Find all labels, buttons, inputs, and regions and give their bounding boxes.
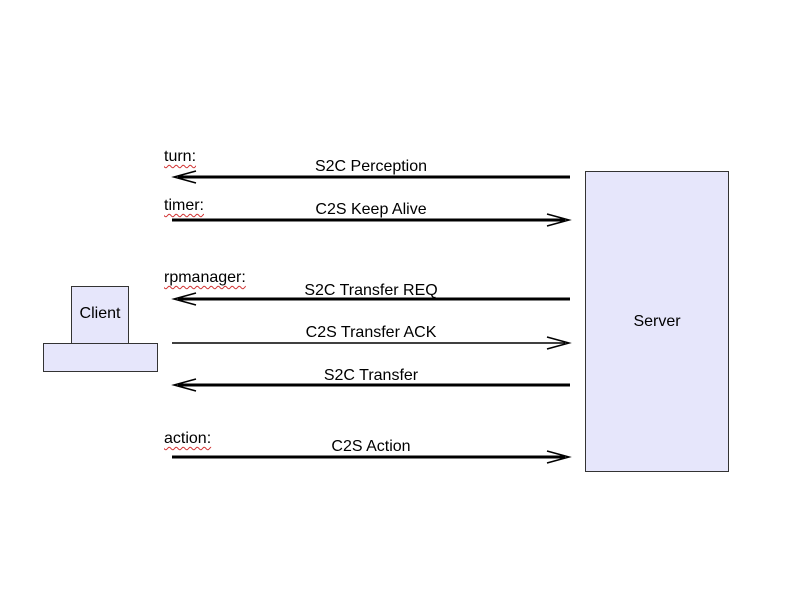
component-label-rpmanager: rpmanager:	[164, 269, 246, 286]
message-label-c2s-action: C2S Action	[331, 438, 411, 455]
message-label-s2c-perception: S2C Perception	[314, 158, 428, 175]
arrow-s2c-transfer-req	[171, 292, 570, 306]
server-box: Server	[585, 171, 729, 472]
client-box: Client	[71, 286, 129, 344]
arrow-s2c-perception	[171, 170, 570, 184]
arrow-c2s-keep-alive	[172, 213, 572, 227]
arrow-c2s-transfer-ack	[172, 336, 572, 350]
client-label: Client	[79, 305, 121, 322]
client-base	[43, 343, 158, 372]
message-label-c2s-transfer-ack: C2S Transfer ACK	[305, 324, 437, 341]
message-label-c2s-keep-alive: C2S Keep Alive	[315, 201, 427, 218]
server-label: Server	[633, 313, 681, 330]
component-label-turn: turn:	[164, 148, 197, 165]
arrow-c2s-action	[172, 450, 572, 464]
component-label-timer: timer:	[164, 197, 204, 214]
component-label-action: action:	[164, 430, 212, 447]
message-label-s2c-transfer: S2C Transfer	[323, 367, 419, 384]
message-label-s2c-transfer-req: S2C Transfer REQ	[304, 282, 438, 299]
arrow-s2c-transfer	[171, 378, 570, 392]
